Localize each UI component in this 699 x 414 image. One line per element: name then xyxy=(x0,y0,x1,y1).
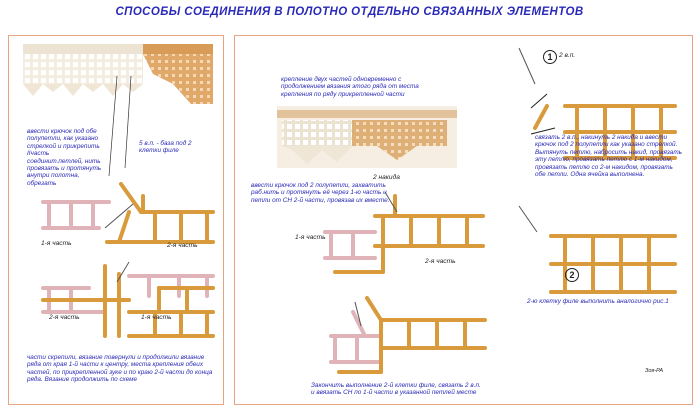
page-title: СПОСОБЫ СОЕДИНЕНИЯ В ПОЛОТНО ОТДЕЛЬНО СВ… xyxy=(115,6,584,18)
right-caption-right-bottom: 2-ю клетку филе выполнить аналогично рис… xyxy=(527,298,669,305)
left-crochet-diagram xyxy=(41,75,215,338)
step-1-marker: 1 xyxy=(543,50,557,64)
left-caption-bottom: части скрепили, вязание повернули и прод… xyxy=(27,354,213,384)
right-crochet-diagram xyxy=(323,47,677,374)
author-signature: Зоя-РА xyxy=(645,368,663,374)
left-diagram-panel: ввести крючок под обе полупетли, как ука… xyxy=(8,35,224,405)
right-diagram-panel: крепление двух частей одновременно с про… xyxy=(234,35,693,405)
lace-photo-right xyxy=(277,106,457,168)
left-caption-main: ввести крючок под обе полупетли, как ука… xyxy=(27,128,102,187)
right-caption-mid: ввести крючок под 2 полупетли, захватить… xyxy=(251,182,390,204)
right-label-part2: 2-я часть xyxy=(425,258,456,265)
left-label-part2-bottom: 2-я часть xyxy=(49,314,80,321)
left-label-part1: 1-я часть xyxy=(41,240,72,247)
right-label-part1: 1-я часть xyxy=(295,234,326,241)
right-caption-top: крепление двух частей одновременно с про… xyxy=(281,76,419,98)
step-2-marker: 2 xyxy=(565,268,579,282)
right-caption-right: связать 2 в.п., накинуть 2 накида и ввес… xyxy=(535,134,683,179)
right-label-nakida: 2 накида xyxy=(373,174,400,181)
lace-photo-right-art xyxy=(277,106,457,168)
right-label-vp: 2 в.п. xyxy=(559,52,576,59)
right-caption-bottom: Закончить выполнение 2-й клетки филе, св… xyxy=(311,382,481,397)
lace-photo-left xyxy=(23,44,213,104)
left-caption-base: 5 в.п. - база под 2 клетки филе xyxy=(139,140,192,155)
left-label-part2-top: 2-я часть xyxy=(167,242,198,249)
left-label-part1-bottom: 1-я часть xyxy=(141,314,172,321)
lace-photo-left-art xyxy=(23,44,213,104)
